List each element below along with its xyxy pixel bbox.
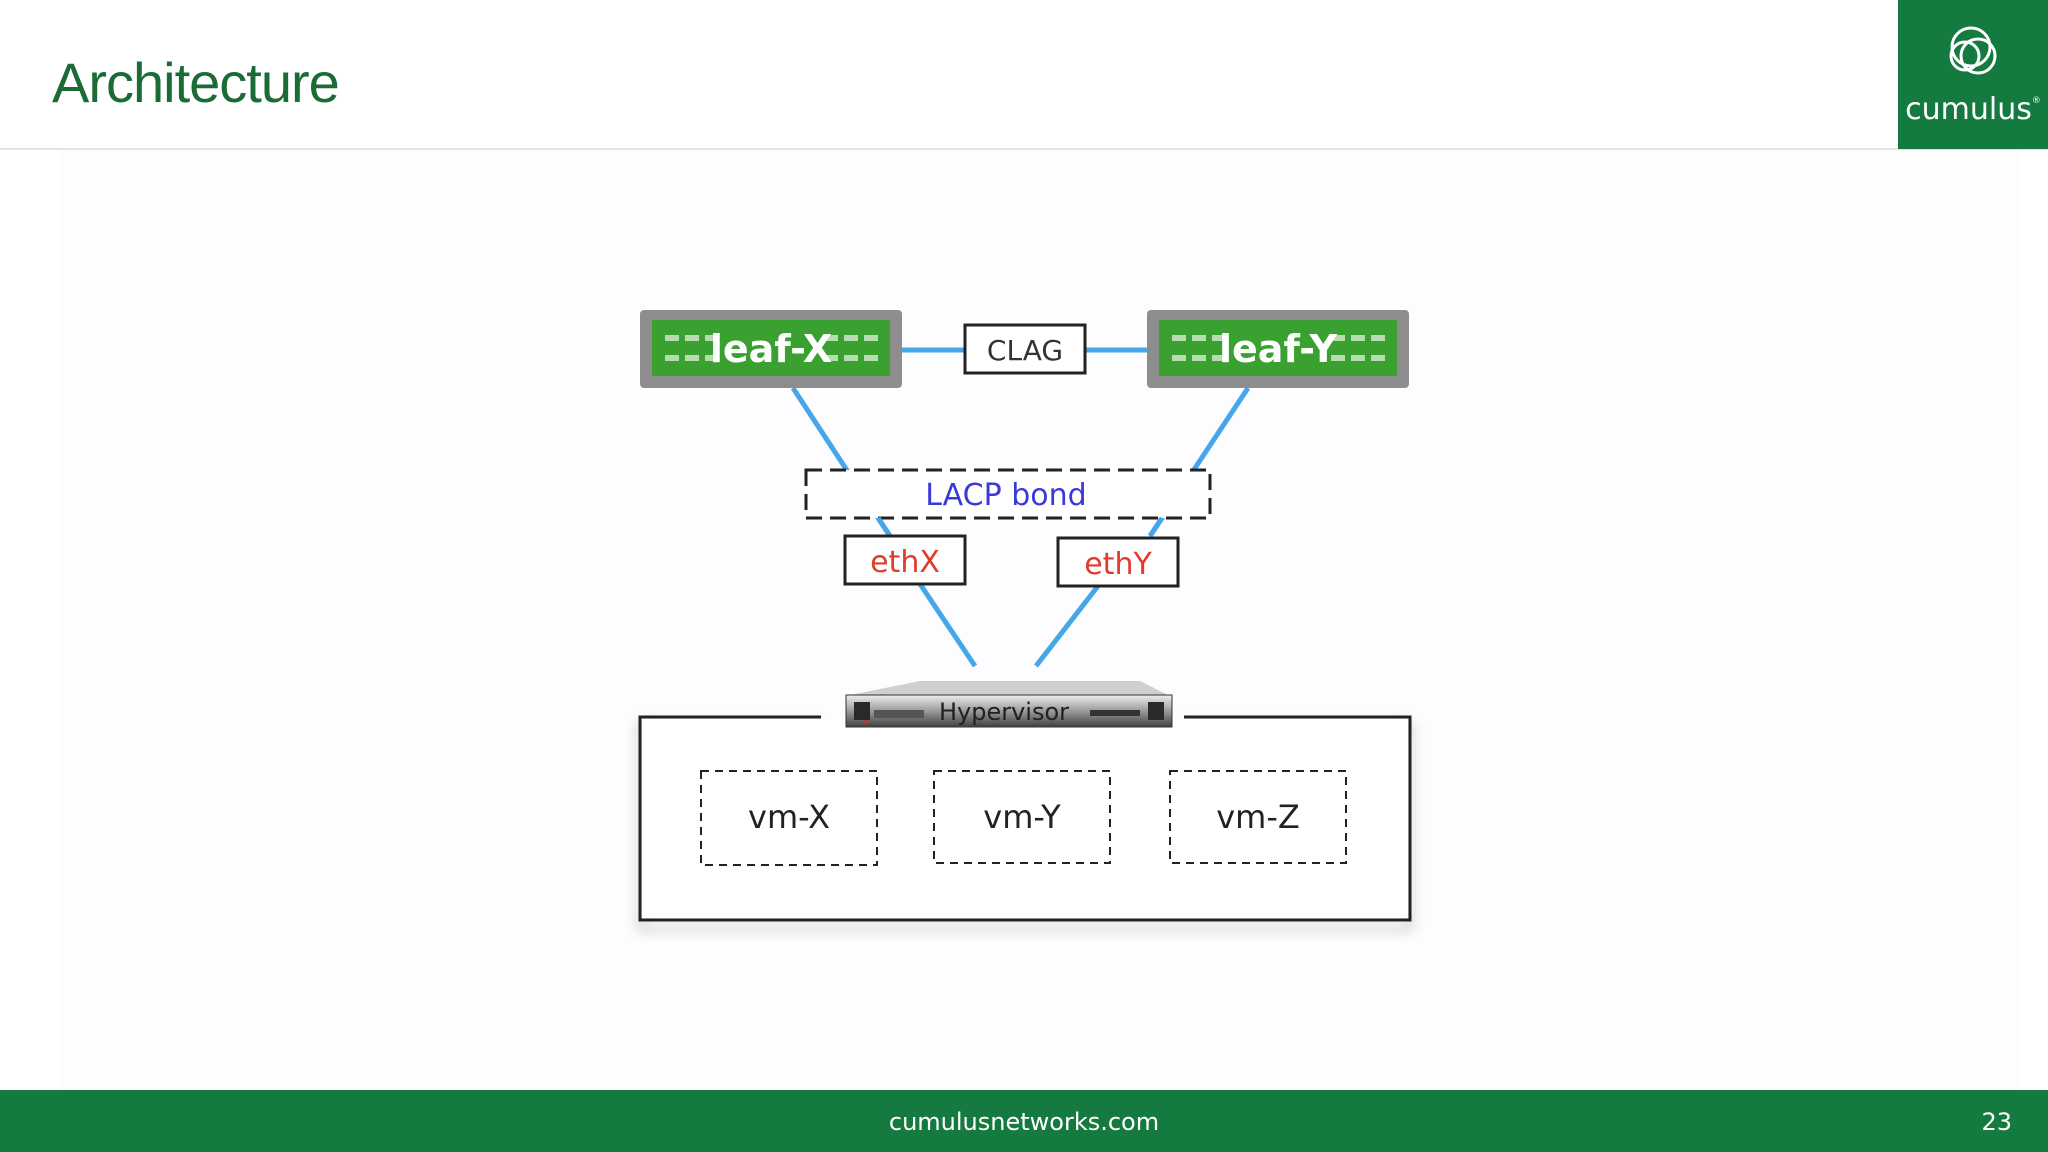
ethx-label: ethX <box>870 545 940 580</box>
vm-y-box: vm-Y <box>934 771 1110 863</box>
lacp-bond-label: LACP bond <box>925 478 1086 513</box>
leaf-x-label: leaf-X <box>710 327 832 371</box>
ethx-box: ethX <box>845 536 965 584</box>
hypervisor-label: Hypervisor <box>939 698 1069 726</box>
vm-z-box: vm-Z <box>1170 771 1346 863</box>
hypervisor-box: Hypervisor vm-X vm-Y vm-Z <box>640 681 1410 920</box>
vm-x-box: vm-X <box>701 771 877 865</box>
slide-header: Architecture cumulus® <box>0 0 2048 150</box>
architecture-diagram: leaf-X leaf-Y CLAG LACP bond <box>60 150 2020 1090</box>
page-number: 23 <box>1981 1108 2012 1136</box>
lacp-bond-box: LACP bond <box>806 470 1210 518</box>
registered-mark: ® <box>2032 96 2041 106</box>
link-bond-ethy <box>1150 518 1162 536</box>
diagram-canvas: leaf-X leaf-Y CLAG LACP bond <box>60 150 2020 1090</box>
brand-name: cumulus <box>1905 92 2032 127</box>
clag-label: CLAG <box>987 334 1063 367</box>
brand-logo: cumulus® <box>1898 0 2048 149</box>
ethy-label: ethY <box>1084 547 1152 582</box>
vm-z-label: vm-Z <box>1216 798 1300 836</box>
leaf-x-switch: leaf-X <box>640 310 902 388</box>
slide-footer: cumulusnetworks.com 23 <box>0 1090 2048 1152</box>
page-title: Architecture <box>52 50 339 115</box>
vm-y-label: vm-Y <box>983 798 1061 836</box>
clag-box: CLAG <box>965 325 1085 373</box>
leaf-y-label: leaf-Y <box>1219 327 1337 371</box>
link-bond-ethx <box>878 518 890 536</box>
leaf-y-switch: leaf-Y <box>1147 310 1409 388</box>
vm-x-label: vm-X <box>748 798 830 836</box>
bond-links <box>878 518 1162 536</box>
link-ethx-hypervisor <box>920 584 975 666</box>
cumulus-logo-icon <box>1898 0 2048 90</box>
link-ethy-hypervisor <box>1036 586 1098 666</box>
ethy-box: ethY <box>1058 538 1178 586</box>
footer-url: cumulusnetworks.com <box>0 1108 2048 1136</box>
